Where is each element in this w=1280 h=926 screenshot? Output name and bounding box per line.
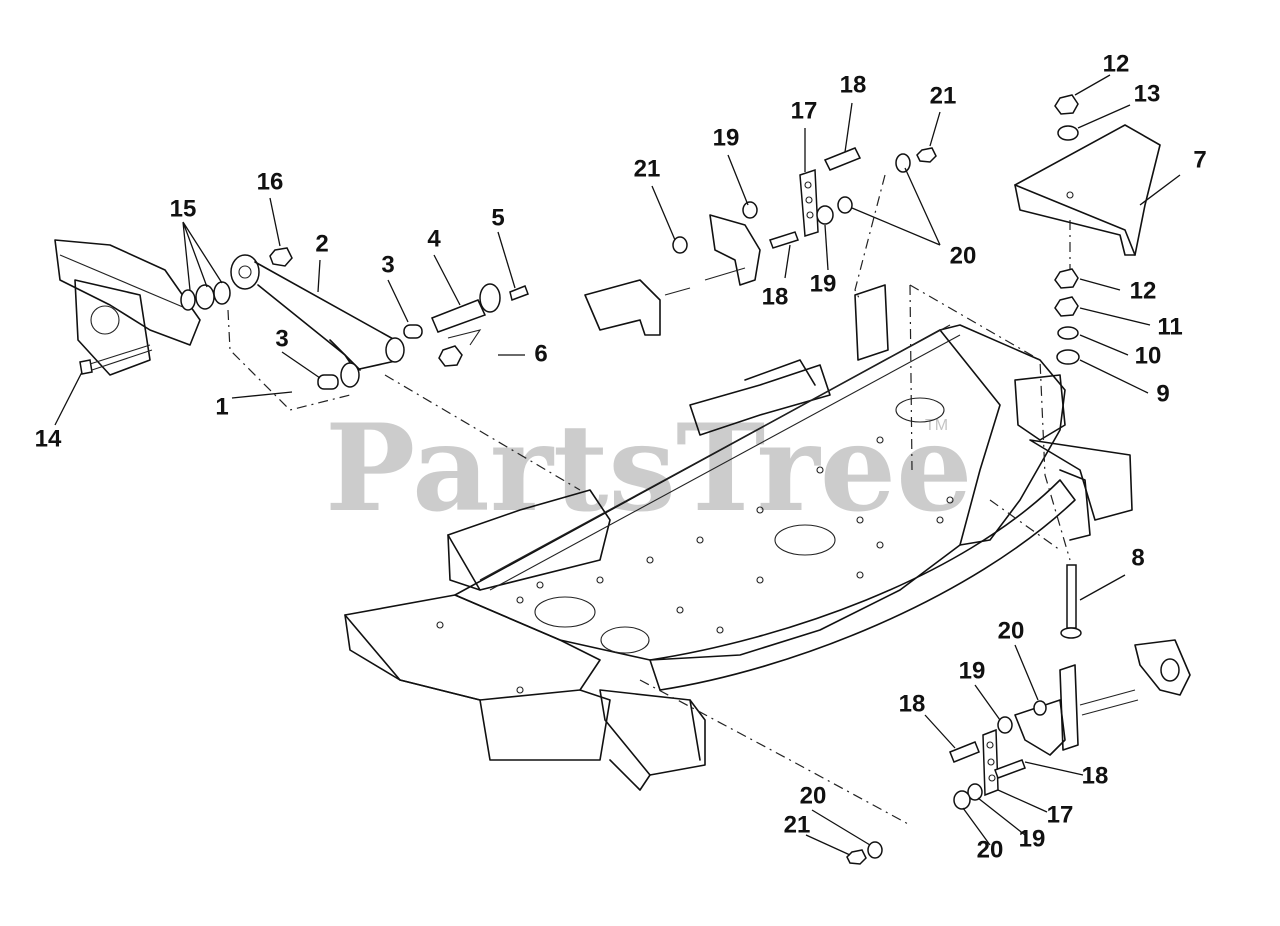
nut-21-top bbox=[916, 147, 937, 163]
callout-16: 16 bbox=[257, 168, 284, 195]
nut-12-bottom bbox=[1054, 268, 1079, 289]
link-bracket-top bbox=[584, 201, 761, 336]
callout-21-upper-left: 21 bbox=[634, 155, 661, 182]
frame-bracket-left bbox=[54, 239, 201, 376]
callout-12-bottom: 12 bbox=[1130, 277, 1157, 304]
callout-19-lower: 19 bbox=[1019, 825, 1046, 852]
callout-11: 11 bbox=[1157, 313, 1182, 340]
nut-12-top bbox=[1054, 94, 1079, 115]
callout-18-upper-right: 18 bbox=[840, 71, 867, 98]
bushing-3b bbox=[403, 324, 423, 339]
leader-lines bbox=[54, 74, 1181, 856]
callout-9: 9 bbox=[1156, 380, 1169, 407]
bolt-18-bottom bbox=[949, 741, 1026, 779]
washer-20-bottom bbox=[867, 700, 1047, 859]
callout-19-upper-right: 19 bbox=[810, 270, 837, 297]
callout-12-top: 12 bbox=[1103, 50, 1130, 77]
callout-21-bottom-left: 21 bbox=[784, 811, 811, 838]
bolt-5 bbox=[509, 285, 529, 301]
callout-20-lower-right: 20 bbox=[998, 617, 1025, 644]
callout-20-bottom-left: 20 bbox=[800, 782, 827, 809]
washer-20-top bbox=[837, 153, 911, 214]
callout-21-upper-right: 21 bbox=[930, 82, 957, 109]
callout-17-lower: 17 bbox=[1047, 801, 1074, 828]
nut-6 bbox=[438, 329, 482, 367]
nut-11 bbox=[1054, 296, 1079, 317]
washer-9 bbox=[1056, 349, 1080, 365]
center-rear-plate bbox=[854, 284, 889, 361]
washer-10 bbox=[1057, 326, 1079, 340]
callout-13: 13 bbox=[1134, 80, 1161, 107]
watermark: PartsTree bbox=[325, 398, 972, 539]
callout-19-upper-left: 19 bbox=[713, 124, 740, 151]
watermark-trademark: TM bbox=[925, 417, 948, 434]
callouts: 15 16 2 3 3 4 5 6 1 14 21 19 17 18 21 20… bbox=[35, 50, 1207, 863]
assembly-centerlines bbox=[227, 174, 1071, 826]
washers-15 bbox=[180, 281, 231, 311]
pivot-shaft-4 bbox=[431, 283, 501, 333]
washer-19-top bbox=[816, 205, 834, 225]
callout-8: 8 bbox=[1131, 544, 1144, 571]
bolt-14 bbox=[79, 344, 153, 375]
callout-17-upper: 17 bbox=[791, 97, 818, 124]
deflector-cover-7 bbox=[1014, 124, 1161, 256]
callout-19-lower-upper: 19 bbox=[959, 657, 986, 684]
link-plate-17-bottom bbox=[982, 728, 999, 797]
link-bracket-bottom bbox=[1014, 639, 1191, 756]
bushing-3a bbox=[317, 374, 339, 390]
callout-15: 15 bbox=[170, 195, 197, 222]
callout-5: 5 bbox=[491, 204, 504, 231]
callout-20-lower: 20 bbox=[977, 836, 1004, 863]
callout-1: 1 bbox=[215, 393, 228, 420]
callout-18-upper-left: 18 bbox=[762, 283, 789, 310]
nut-16 bbox=[269, 247, 293, 267]
callout-6: 6 bbox=[534, 340, 547, 367]
bolt-8 bbox=[1060, 564, 1082, 639]
callout-20-upper: 20 bbox=[950, 242, 977, 269]
mower-deck bbox=[344, 324, 1133, 791]
callout-2: 2 bbox=[315, 230, 328, 257]
washer-19-bottom bbox=[967, 716, 1013, 801]
callout-3-lower: 3 bbox=[275, 325, 288, 352]
callout-18-lower-left: 18 bbox=[899, 690, 926, 717]
nut-21-bottom bbox=[846, 849, 867, 865]
lift-arm-2 bbox=[230, 254, 405, 388]
callout-3-upper: 3 bbox=[381, 251, 394, 278]
link-plate-17-top bbox=[799, 168, 819, 237]
callout-18-lower-right: 18 bbox=[1082, 762, 1109, 789]
callout-10: 10 bbox=[1135, 342, 1162, 369]
washer-13 bbox=[1057, 125, 1079, 141]
callout-7: 7 bbox=[1193, 146, 1206, 173]
callout-14: 14 bbox=[35, 425, 62, 452]
callout-4: 4 bbox=[427, 225, 441, 252]
